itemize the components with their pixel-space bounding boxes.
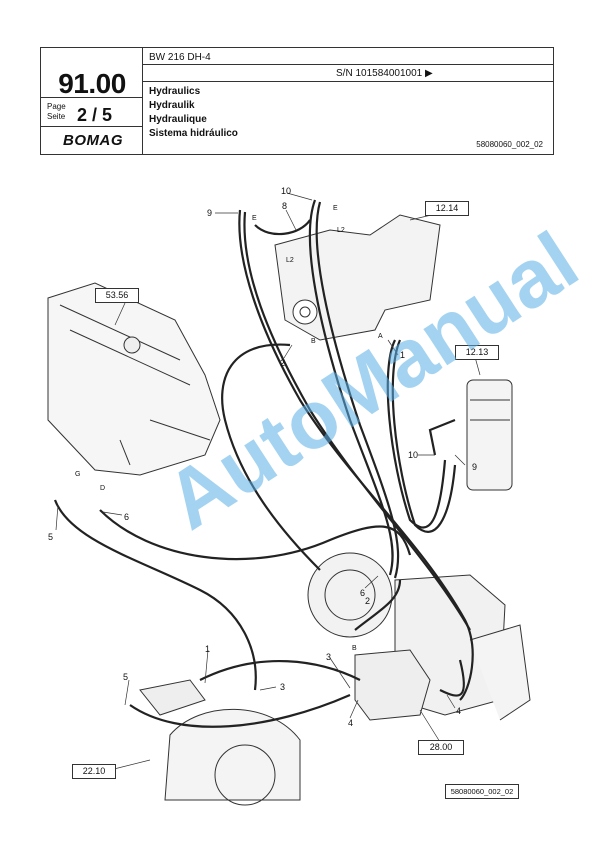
serial-number: S/N 101584001001 ▶ [336, 68, 433, 79]
page-count: 2 / 5 [77, 105, 113, 125]
item-number-label: 5 [123, 672, 128, 682]
header-block: 91.00 Page Seite 2 / 5 BOMAG BW 216 DH-4… [40, 47, 554, 155]
drive-motor [307, 552, 393, 638]
title-es: Sistema hidráulico [149, 128, 238, 139]
item-number-label: 8 [282, 201, 287, 211]
engine-detail [59, 304, 211, 466]
header-divider [41, 97, 142, 98]
port-letter-label: D [100, 485, 105, 492]
ref-box-filter: 12.13 [455, 345, 499, 360]
filler-cap [123, 336, 141, 354]
item-number-label: 6 [360, 588, 365, 598]
item-number-label: 9 [207, 208, 212, 218]
item-number-label: 1 [205, 644, 210, 654]
hose [129, 693, 351, 728]
ref-box-pump: 12.14 [425, 201, 469, 216]
item-number-label: 4 [348, 718, 353, 728]
hose [354, 579, 402, 631]
port-letter-label: B [352, 645, 357, 652]
ref-box-gearbox: 28.00 [418, 740, 464, 755]
header-divider [142, 48, 143, 154]
item-number-label: 3 [326, 652, 331, 662]
hose [308, 199, 394, 576]
title-de: Hydraulik [149, 100, 195, 111]
port-letter-label: L2 [337, 227, 345, 234]
hose [391, 339, 457, 533]
figure-code: 58080060_002_02 [445, 784, 519, 799]
hose [199, 660, 361, 681]
hose [428, 418, 456, 456]
hose [53, 499, 257, 691]
drawing-code: 58080060_002_02 [476, 140, 543, 149]
section-number: 91.00 [58, 68, 126, 99]
item-number-label: 3 [280, 682, 285, 692]
port-letter-label: G [75, 471, 80, 478]
item-number-label: 1 [400, 350, 405, 360]
rear-wheel [164, 708, 301, 801]
title-en: Hydraulics [149, 86, 201, 97]
steering-cylinder [139, 679, 206, 716]
filter-housing [466, 379, 513, 491]
pump-flange [292, 299, 318, 325]
page-label: Page [47, 102, 66, 111]
item-number-label: 5 [48, 532, 53, 542]
header-divider [142, 81, 553, 82]
port-letter-label: A [378, 333, 383, 340]
hose [221, 343, 321, 571]
hose [243, 211, 471, 631]
ref-box-axle: 22.10 [72, 764, 116, 779]
title-fr: Hydraulique [149, 114, 207, 125]
item-number-label: 9 [472, 462, 477, 472]
hose [254, 219, 311, 236]
port-letter-label: E [333, 205, 338, 212]
item-number-label: 2 [365, 596, 370, 606]
port-letter-label: L2 [286, 257, 294, 264]
header-divider [142, 64, 553, 65]
page-label-de: Seite [47, 112, 66, 121]
model-name: BW 216 DH-4 [149, 52, 211, 63]
hose [315, 201, 400, 579]
port-letter-label: E [252, 215, 257, 222]
steering-valve [354, 649, 431, 721]
item-number-label: 10 [408, 450, 418, 460]
ref-box-engine: 53.56 [95, 288, 139, 303]
item-number-label: 4 [456, 706, 461, 716]
brand-logo: BOMAG [63, 132, 123, 149]
hose [386, 339, 447, 529]
hose [439, 659, 465, 697]
header-divider [41, 126, 142, 127]
item-number-label: 2 [280, 358, 285, 368]
axle-housing [469, 624, 531, 721]
item-number-label: 6 [124, 512, 129, 522]
hose [99, 509, 412, 561]
port-letter-label: B [311, 338, 316, 345]
item-number-label: 10 [281, 186, 291, 196]
